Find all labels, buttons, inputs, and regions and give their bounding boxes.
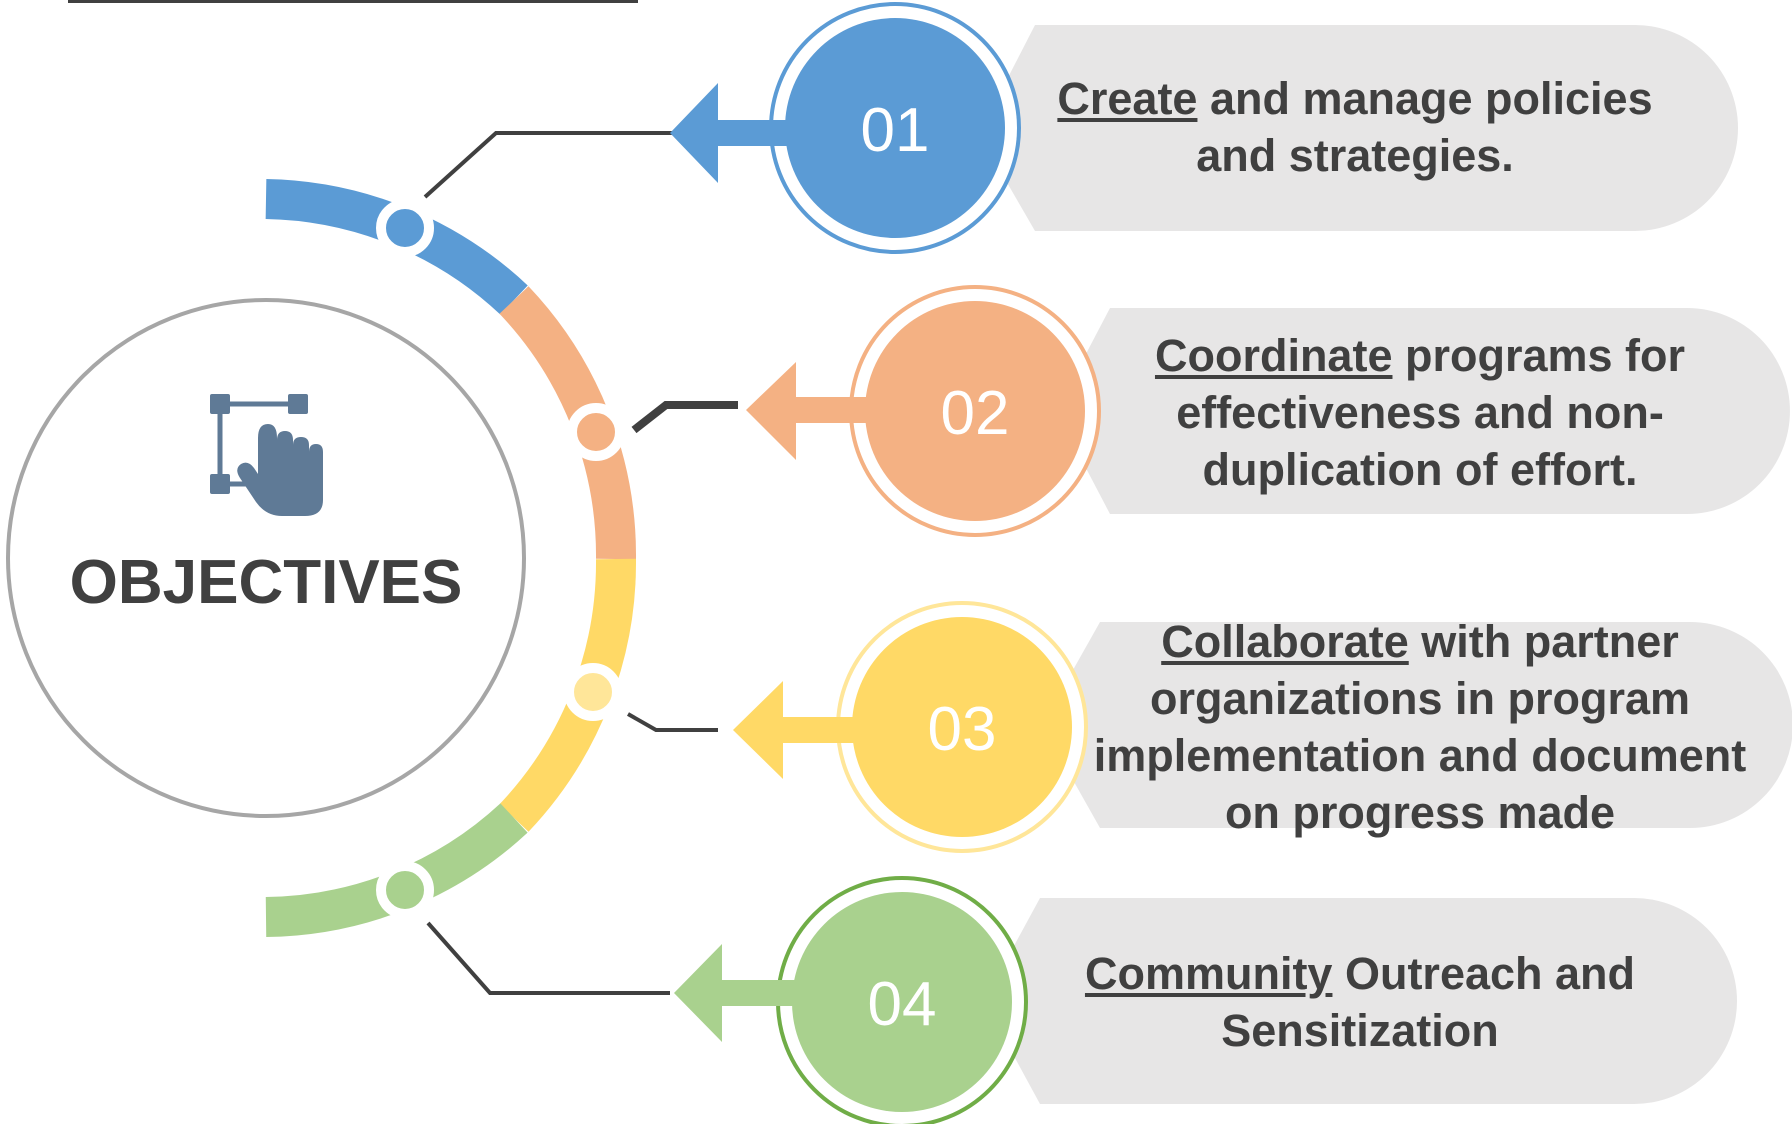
connector-02: [631, 401, 738, 434]
arc-dot-04: [376, 861, 434, 919]
objective-04: 04: [674, 876, 1737, 1124]
circle-02: [865, 301, 1085, 521]
objective-keyword-03: Collaborate: [1161, 616, 1409, 667]
arc-dot-01: [376, 199, 434, 257]
connector-01: [423, 131, 676, 199]
objective-text-02: Coordinate programs for effectiveness an…: [1120, 327, 1720, 498]
objective-rest-04: Outreach and Sensitization: [1221, 948, 1636, 1056]
center-circle: [6, 298, 526, 818]
objective-keyword-01: Create: [1057, 73, 1198, 124]
bubble-01: [979, 25, 1738, 231]
objective-02: 02: [746, 285, 1790, 537]
objective-text-01: Create and manage policies and strategie…: [1020, 70, 1690, 184]
arc-dot-03: [564, 663, 622, 721]
circle-03: [852, 617, 1072, 837]
objective-01: 01: [670, 2, 1738, 254]
number-03: 03: [928, 695, 997, 764]
objective-text-04: Community Outreach and Sensitization: [1050, 945, 1670, 1059]
objective-rest-02: programs for effectiveness and non-dupli…: [1176, 330, 1686, 495]
objective-03: 03: [733, 601, 1792, 853]
bubble-02: [1056, 308, 1790, 514]
number-04: 04: [868, 970, 937, 1039]
number-01: 01: [861, 96, 930, 165]
arrow-head-02: [746, 362, 796, 460]
connector-lines: [423, 131, 738, 995]
circle-04: [792, 892, 1012, 1112]
arrow-head-04: [674, 944, 722, 1042]
connector-04: [426, 921, 670, 995]
arrow-shaft-01: [716, 120, 816, 146]
objective-keyword-04: Community: [1084, 948, 1333, 999]
objective-rest-03: with partner organizations in program im…: [1093, 616, 1747, 838]
connector-03: [627, 712, 718, 732]
objective-rest-01: and manage policies and strategies.: [1196, 73, 1653, 181]
arc-dots: [376, 199, 625, 919]
arrow-shaft-04: [720, 980, 820, 1006]
arrow-shaft-02: [790, 397, 890, 423]
arc-dot-02: [567, 403, 625, 461]
center-title: OBJECTIVES: [70, 548, 463, 617]
arrow-shaft-03: [778, 717, 878, 743]
arrow-head-01: [670, 83, 718, 183]
circle-01: [785, 18, 1005, 238]
bubble-03: [1042, 622, 1792, 828]
touch-select-icon: [210, 394, 323, 516]
objective-text-03: Collaborate with partner organizations i…: [1080, 613, 1760, 841]
objective-keyword-02: Coordinate: [1154, 330, 1393, 381]
bubble-04: [984, 898, 1737, 1104]
arrow-head-03: [733, 681, 783, 779]
number-02: 02: [941, 379, 1010, 448]
